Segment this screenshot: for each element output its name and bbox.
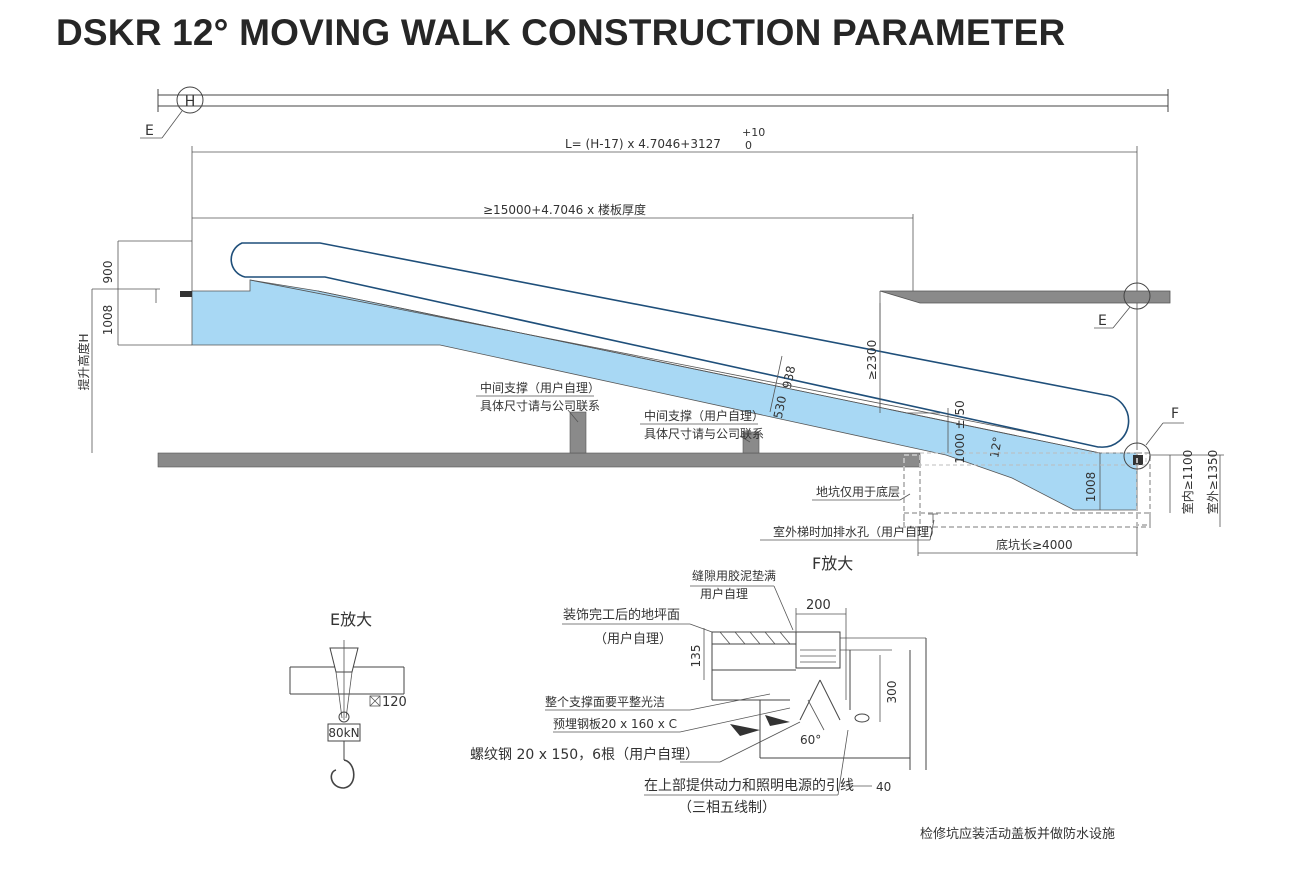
dim-40: 40 (876, 780, 891, 794)
dim-2300: ≥2300 (865, 340, 879, 381)
rise-height-label: 提升高度H (76, 333, 91, 390)
f-detail-title: F放大 (812, 554, 853, 573)
axis-h-label: H (185, 94, 196, 110)
mark-e-right: E (1098, 313, 1107, 329)
support-flat-note: 整个支撑面要平整光洁 (545, 694, 665, 709)
support-callout-2: 中间支撑（用户自理） 具体尺寸请与公司联系 (640, 408, 764, 443)
e-detail-title: E放大 (330, 610, 372, 629)
dim-900: 900 (101, 261, 115, 284)
pit-bottom-only: 地坑仅用于底层 (816, 484, 900, 499)
support2-line1: 中间支撑（用户自理） (644, 408, 764, 423)
handrail (230, 242, 1130, 448)
length-formula: L= (H-17) x 4.7046+3127 (565, 137, 721, 151)
floor-finish-note: 装饰完工后的地坪面 (563, 607, 680, 623)
right-end-markers: F 室内≥1100 室外≥1350 (1123, 406, 1224, 527)
pit-outline: 底坑长≥4000 (903, 452, 1151, 556)
dim-1008-right: 1008 (1084, 472, 1098, 503)
axis-h-marker (176, 86, 204, 114)
gap-fill-note: 缝隙用胶泥垫满 (692, 568, 776, 583)
dim-120: 120 (382, 695, 407, 710)
e-detail: E放大 120 80kN (289, 610, 407, 789)
dim-530: 530 (771, 395, 789, 420)
mark-f: F (1171, 406, 1179, 422)
span-dimension: ≥15000+4.7046 x 楼板厚度 (192, 202, 914, 296)
dim-1008-left: 1008 (101, 305, 115, 336)
dim-300: 300 (885, 681, 899, 704)
top-reference-line: H E (140, 86, 1169, 139)
embedded-plate-note: 预埋钢板20 x 160 x C (553, 717, 677, 731)
load-80kn: 80kN (328, 726, 359, 740)
dim-1000-50: 1000 ± 50 (953, 400, 967, 464)
user-self-1: 用户自理 (700, 586, 748, 601)
page-title: DSKR 12° MOVING WALK CONSTRUCTION PARAME… (56, 12, 1066, 53)
support1-line1: 中间支撑（用户自理） (480, 380, 600, 395)
tolerance-plus: +10 (742, 126, 765, 139)
mark-f-circle (1123, 442, 1151, 470)
dim-938: 938 (780, 365, 798, 390)
outdoor-depth: 室外≥1350 (1205, 450, 1220, 515)
pit-length: 底坑长≥4000 (996, 537, 1073, 552)
support1-line2: 具体尺寸请与公司联系 (480, 399, 600, 413)
drain-hole-note: 室外梯时加排水孔（用户自理） (773, 524, 941, 539)
maintenance-note: 检修坑应装活动盖板并做防水设施 (920, 826, 1115, 842)
length-dimension: L= (H-17) x 4.7046+3127 +10 0 (191, 126, 1138, 450)
power-lead-note: 在上部提供动力和照明电源的引线 (644, 778, 854, 794)
left-dimensions: 900 1008 提升高度H (76, 240, 192, 453)
support-callout-1: 中间支撑（用户自理） 具体尺寸请与公司联系 (476, 380, 600, 423)
tolerance-zero: 0 (745, 139, 752, 152)
dim-200: 200 (806, 598, 831, 613)
mark-e-top: E (145, 123, 154, 139)
three-phase-note: （三相五线制） (678, 800, 776, 816)
f-detail: F放大 缝隙用胶泥垫满 用户自理 装饰完工后的地坪面 （用户自理） 200 (470, 554, 1115, 842)
rebar-note: 螺纹钢 20 x 150，6根（用户自理） (470, 746, 699, 763)
mark-e-circle-right (1123, 282, 1151, 310)
angle-60: 60° (800, 733, 821, 747)
pit-callouts: 地坑仅用于底层 室外梯时加排水孔（用户自理） (760, 484, 941, 541)
span-formula: ≥15000+4.7046 x 楼板厚度 (483, 202, 646, 217)
indoor-depth: 室内≥1100 (1180, 450, 1195, 515)
user-self-2: （用户自理） (594, 631, 672, 647)
dim-135: 135 (689, 645, 703, 668)
support2-line2: 具体尺寸请与公司联系 (644, 427, 764, 441)
